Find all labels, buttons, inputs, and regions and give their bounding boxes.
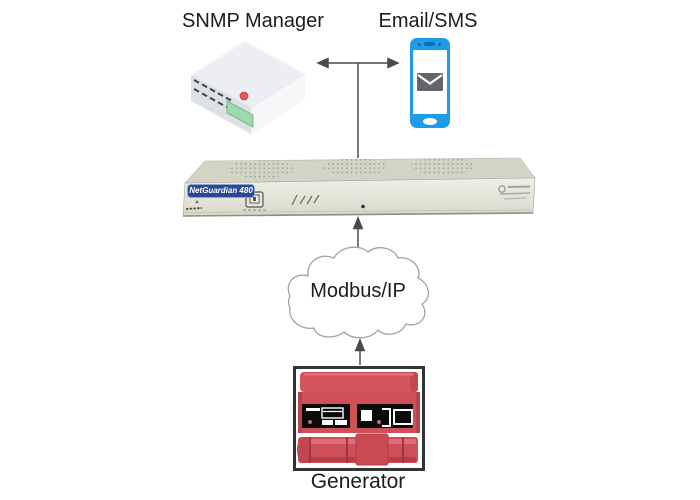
phone-camera-dot <box>418 43 421 46</box>
email-sms-label: Email/SMS <box>378 10 478 32</box>
cloud-label: Modbus/IP <box>310 280 406 302</box>
fine-print-mark <box>185 207 203 210</box>
phone-home-button <box>423 118 437 125</box>
snmp-server-icon <box>190 40 306 134</box>
generator-left-panel <box>302 404 350 428</box>
server-vent-dashes <box>193 79 232 111</box>
device-badge: NetGuardian 480 <box>187 184 255 198</box>
screw-dot <box>361 204 365 209</box>
generator-image <box>293 366 425 471</box>
screw-dot <box>195 200 199 204</box>
generator-drawing <box>297 372 420 466</box>
generator-label: Generator <box>310 470 406 493</box>
phone-camera-dot <box>438 43 441 46</box>
connector-slash-marks <box>291 194 320 206</box>
device-top-face <box>184 157 536 184</box>
server-display <box>226 100 254 128</box>
arrow-cloud-to-device <box>352 215 364 247</box>
generator-right-panel <box>357 404 413 428</box>
server-led <box>239 91 249 101</box>
vent-grille-dots <box>228 157 475 178</box>
arrow-generator-to-cloud <box>354 337 366 365</box>
phone-speaker-bar <box>424 42 435 46</box>
arrow-snmp-email <box>316 57 400 69</box>
generator-top-bar <box>300 372 418 392</box>
envelope-icon <box>417 73 443 91</box>
snmp-manager-label: SNMP Manager <box>182 10 324 32</box>
manufacturer-logo <box>498 185 531 200</box>
generator-engine-cylinder <box>297 433 418 466</box>
phone-icon <box>410 38 450 128</box>
